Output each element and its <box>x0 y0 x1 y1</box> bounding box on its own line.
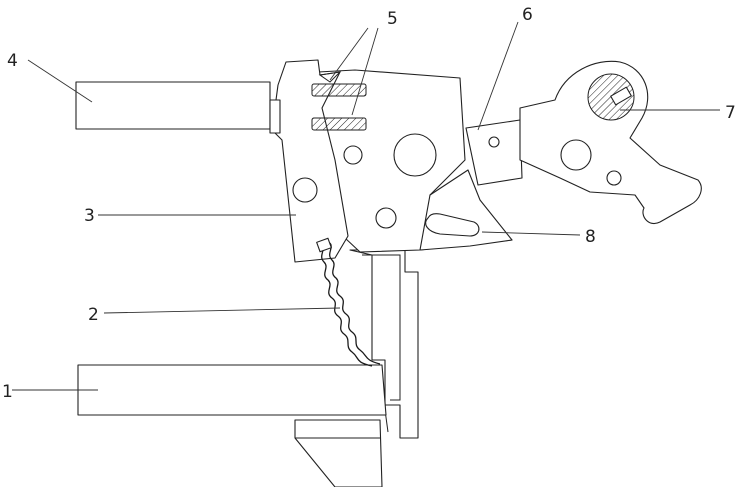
spring-upper <box>311 83 367 97</box>
cylinder-4 <box>75 81 281 134</box>
slot <box>425 213 480 237</box>
leader-8 <box>481 231 581 236</box>
cylinder-1 <box>77 364 387 416</box>
leader-5b <box>351 27 379 116</box>
lever-hole <box>292 177 318 203</box>
label-6: 6 <box>522 5 533 25</box>
label-1: 1 <box>2 382 13 402</box>
hole-small-lower <box>375 207 397 229</box>
crank-lever-7 <box>519 60 702 224</box>
cylinder-body <box>75 81 271 130</box>
block-6 <box>465 119 523 186</box>
lever-3 <box>271 59 349 263</box>
label-5: 5 <box>387 9 398 29</box>
leader-5a <box>329 27 369 81</box>
base-block <box>294 419 383 487</box>
main-plate <box>317 69 513 253</box>
crank-hole-large <box>560 139 592 171</box>
label-3: 3 <box>84 206 95 226</box>
label-2: 2 <box>88 305 99 325</box>
springs-5 <box>311 83 367 131</box>
label-4: 4 <box>7 51 18 71</box>
pawl-8 <box>419 169 513 251</box>
spring-lower <box>311 117 367 131</box>
leader-lines <box>12 21 720 391</box>
label-8: 8 <box>585 227 596 247</box>
leader-4 <box>27 59 93 103</box>
coil-spring-2 <box>316 237 381 367</box>
label-7: 7 <box>725 103 736 123</box>
crank-hole-small <box>606 170 622 186</box>
leader-2 <box>103 307 341 314</box>
reference-numerals: 4 5 6 7 3 8 2 1 <box>2 5 736 402</box>
hole-large <box>393 133 437 177</box>
leader-6 <box>477 21 519 131</box>
cylinder-tip <box>269 99 281 134</box>
hole-small-upper <box>343 145 363 165</box>
